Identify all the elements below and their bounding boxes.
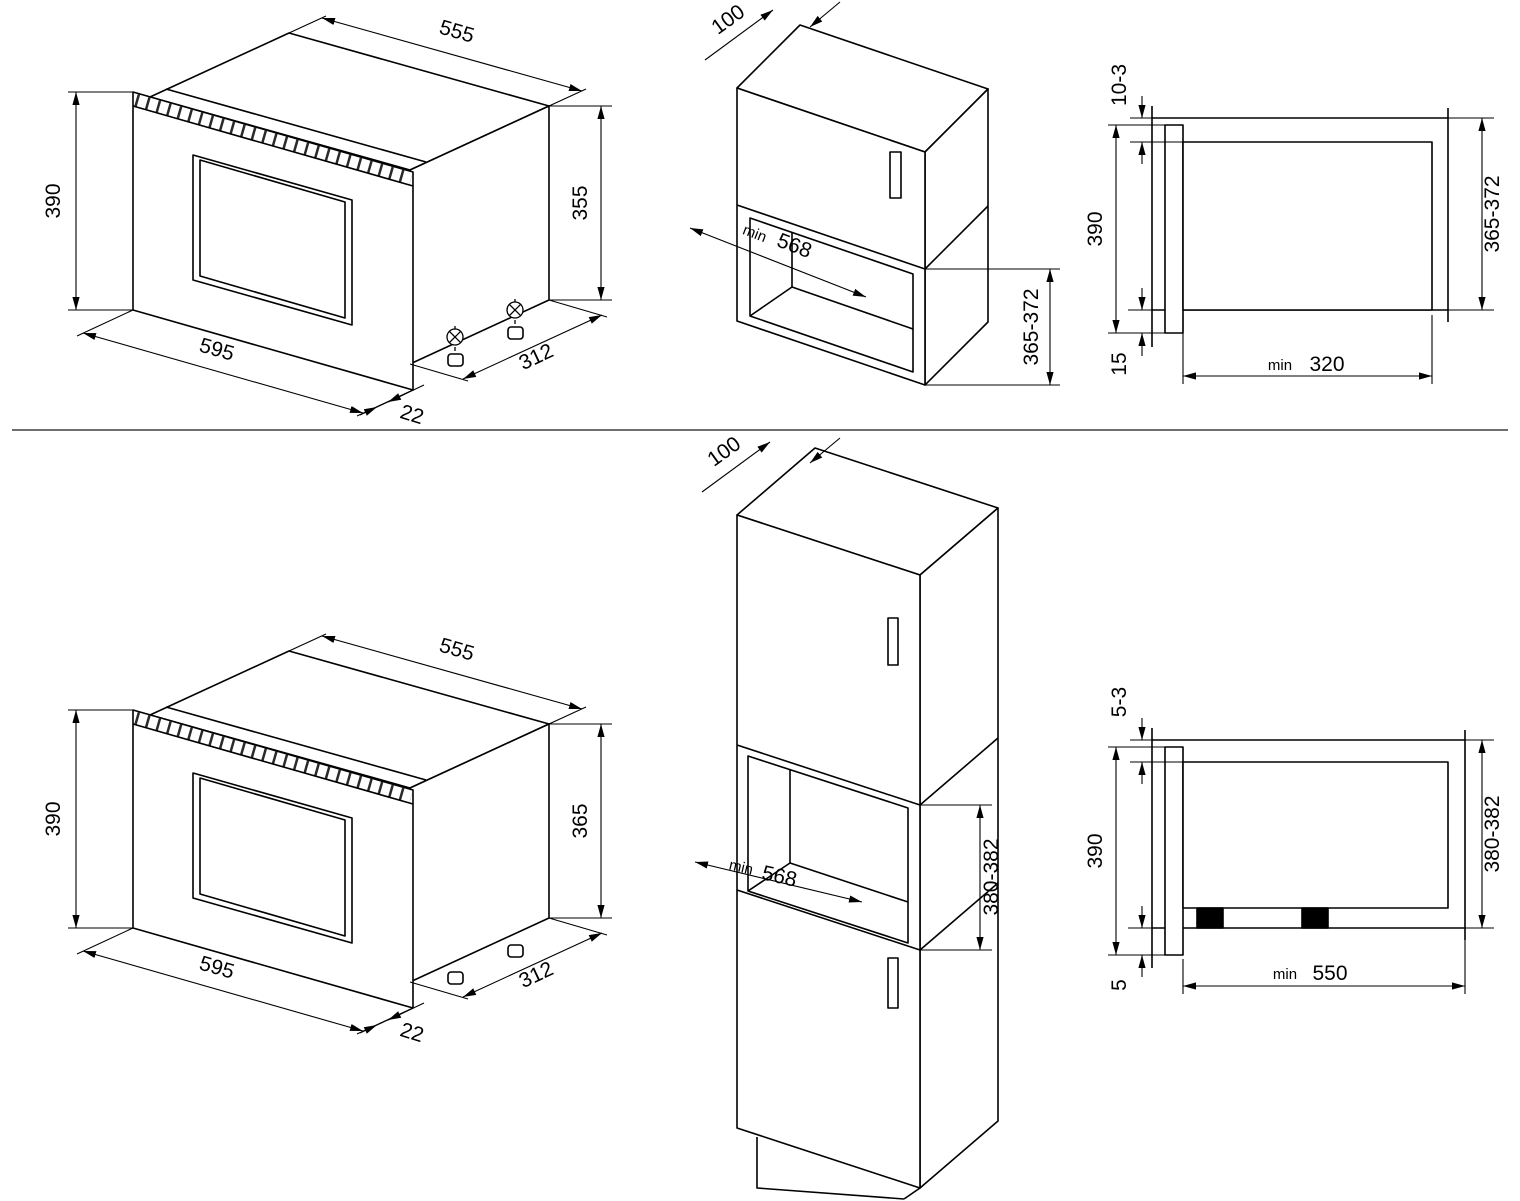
- dim-top-gap-label: 5-3: [1108, 687, 1131, 717]
- dim-body-height-label: 365: [569, 803, 592, 838]
- lower-door-handle: [887, 957, 899, 1009]
- tall-cabinet-dimensions: [694, 437, 992, 951]
- dim-niche-height-label: 365-372: [1020, 288, 1043, 365]
- dim-frame-depth-label: 22: [397, 400, 426, 429]
- dim-min-label: min: [727, 857, 754, 879]
- diagram-side-section-bottom: 5-3 390 5 380-382 min 550: [1084, 687, 1504, 994]
- section-dimensions: [1108, 96, 1494, 384]
- dim-body-height-label: 355: [569, 185, 592, 220]
- plinth-right-edge: [903, 1187, 921, 1200]
- section-cabinet: [1151, 106, 1449, 347]
- oven-body-profile: [1182, 761, 1449, 909]
- diagram-wall-cabinet-niche: 100 min 568 365-372: [689, 0, 1060, 386]
- dim-min-label: min: [1268, 357, 1292, 374]
- oven-body-profile: [1182, 141, 1433, 311]
- dim-top-width-label: 555: [437, 16, 477, 48]
- dim-bottom-gap-label: 5: [1108, 979, 1131, 991]
- cabinet-division-side: [924, 205, 989, 270]
- dim-front-height-label: 390: [42, 801, 65, 836]
- dim-top-width-label: 555: [437, 634, 477, 666]
- diagram-side-section-top: 10-3 390 15 365-372 min 320: [1084, 64, 1504, 384]
- foot-adjust-cross: [448, 330, 462, 344]
- wall-cabinet: [736, 24, 989, 386]
- plinth-outline: [756, 1137, 905, 1200]
- dim-niche-height-label: 380-382: [1481, 795, 1504, 872]
- dim-front-height-label: 390: [42, 183, 65, 218]
- dim-min-depth-label: 550: [1312, 962, 1347, 985]
- oven-body: [133, 33, 549, 390]
- section-dimensions: [1108, 718, 1494, 994]
- section-cabinet: [1151, 728, 1466, 968]
- dim-bottom-overlap-label: 15: [1108, 352, 1131, 375]
- division-side-upper: [919, 737, 999, 806]
- adjustable-feet-indicators: [446, 299, 524, 354]
- oven-foot-front: [1196, 907, 1224, 929]
- section-divider: [12, 429, 1508, 431]
- diagram-tall-cabinet-niche: 100 380-382 min 568: [694, 432, 1003, 1200]
- dim-front-height-label: 390: [1084, 833, 1107, 868]
- dim-frame-depth-label: 22: [397, 1018, 426, 1047]
- tall-cabinet: [736, 447, 999, 1200]
- oven-foot-rear: [1301, 907, 1329, 929]
- dim-rear-clearance-label: 100: [707, 0, 749, 39]
- oven-body: [133, 651, 549, 1008]
- oven-door-profile: [1164, 124, 1184, 334]
- dim-front-height-label: 390: [1084, 211, 1107, 246]
- division-line-upper: [736, 744, 921, 806]
- dim-niche-height-label: 365-372: [1481, 175, 1504, 252]
- dim-body-depth-label: 312: [516, 339, 557, 375]
- dim-top-gap-label: 10-3: [1108, 64, 1131, 106]
- upper-door-handle: [887, 617, 899, 666]
- dim-niche-height-label: 380-382: [980, 838, 1003, 915]
- oven-door-profile: [1164, 746, 1184, 956]
- foot-adjust-cross: [508, 303, 522, 317]
- diagram-oven-isometric-top: 555 390 595 22 312 355: [42, 0, 660, 429]
- niche-dimensions: [689, 1, 1060, 386]
- division-side-lower: [919, 882, 999, 951]
- dim-min-depth-label: 320: [1309, 353, 1344, 376]
- dim-min-label: min: [1273, 966, 1297, 983]
- diagram-oven-isometric-bottom: 555 390 595 22 312 365: [42, 618, 660, 1047]
- dim-body-depth-label: 312: [516, 957, 557, 993]
- cabinet-door-handle: [889, 151, 902, 199]
